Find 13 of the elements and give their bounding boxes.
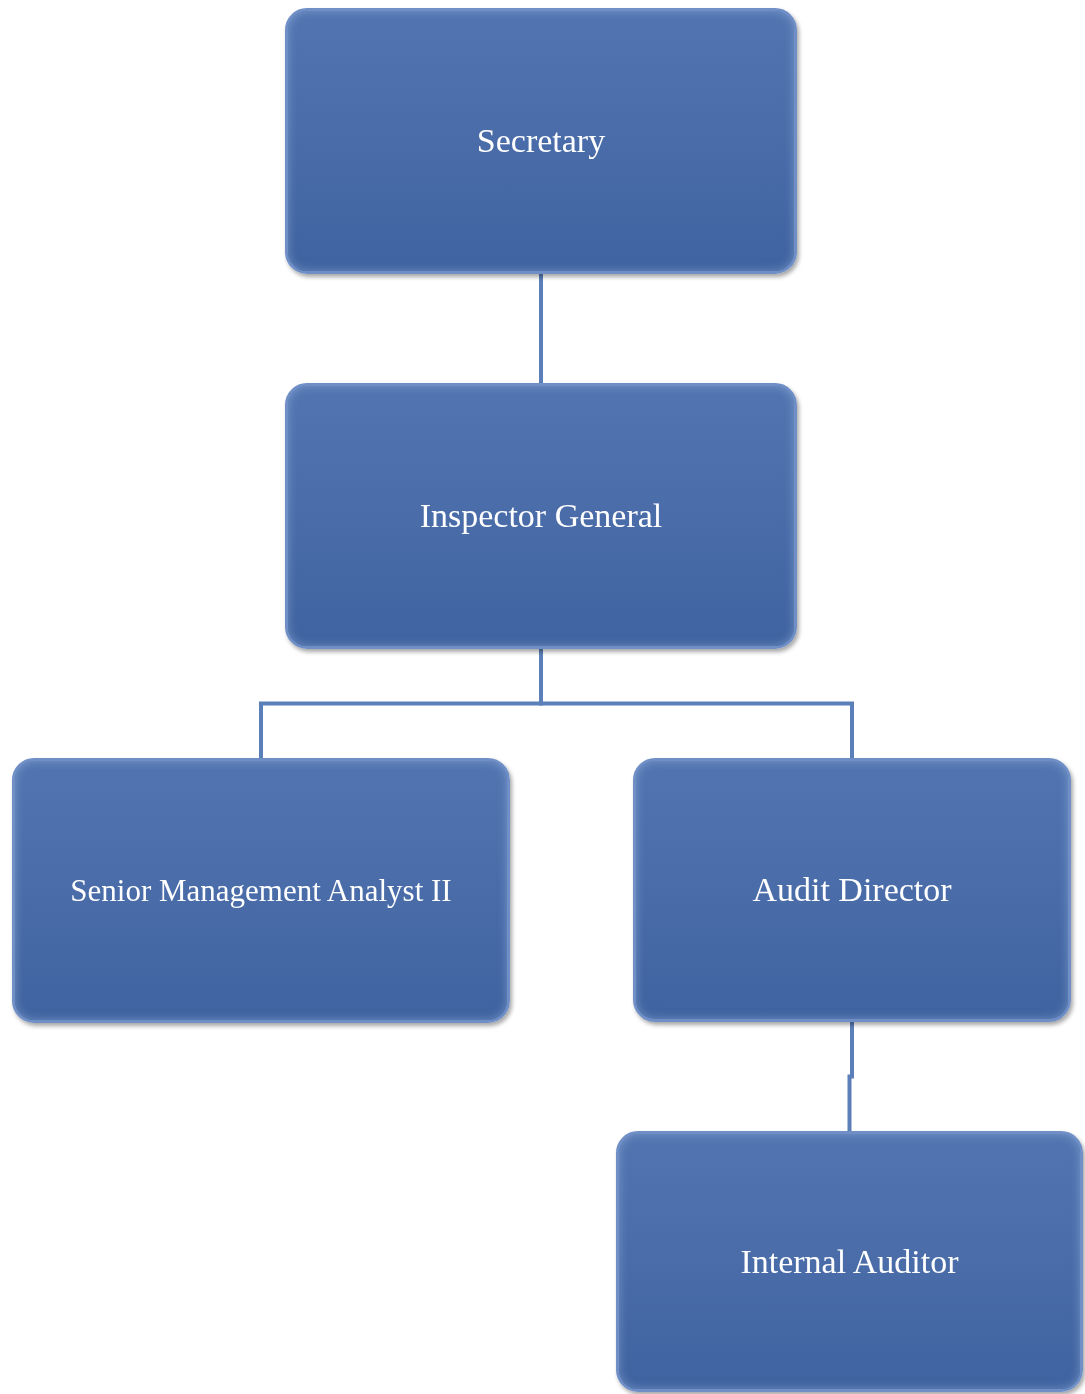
connector-line [539,274,543,383]
position-title: Senior Management Analyst II [70,872,452,909]
position-title: Audit Director [752,870,952,910]
org-box [633,758,1071,1022]
position-title: Internal Auditor [740,1241,959,1282]
position-title: Secretary [476,121,606,161]
org-box [616,1131,1083,1392]
org-box [285,8,797,274]
position-title: Inspector General [419,496,663,536]
connector-line [539,649,854,758]
org-box [285,383,797,649]
org-box [12,758,510,1023]
connector-line [847,1022,854,1131]
